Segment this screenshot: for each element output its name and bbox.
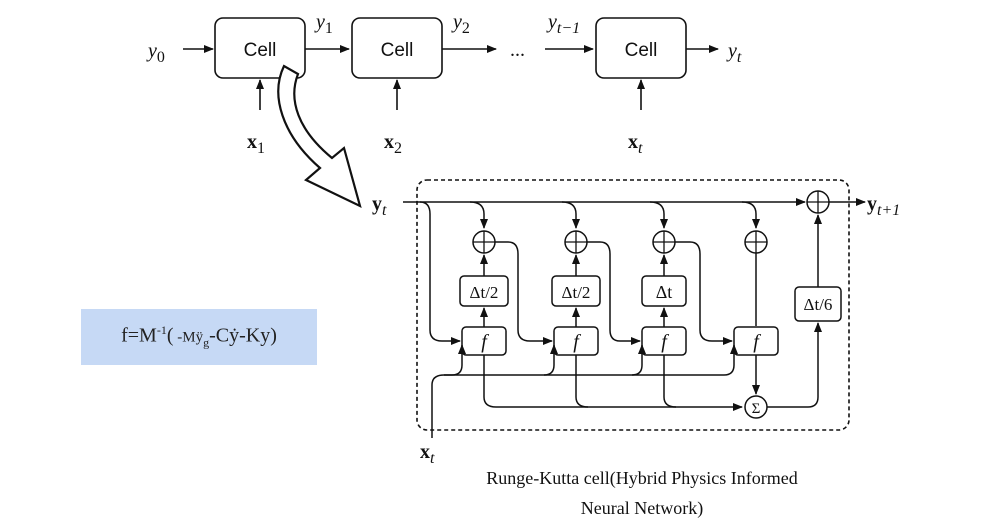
cell-label-2: Cell bbox=[381, 40, 414, 61]
xt-to-f1 bbox=[431, 344, 466, 386]
plus2-to-f3 bbox=[587, 241, 641, 345]
sum-to-step4 bbox=[767, 322, 822, 408]
drop-2 bbox=[561, 201, 580, 229]
rk-output-label: yt+1 bbox=[867, 193, 900, 219]
yt-label: yt bbox=[726, 40, 742, 66]
f3-to-sum bbox=[663, 355, 677, 408]
rk-cell-border bbox=[416, 179, 850, 431]
chain-ellipsis: ... bbox=[510, 39, 525, 61]
formula-text: f=M-1( -Mÿg-Cẏ-Ky) bbox=[121, 323, 277, 350]
f-label-3: f bbox=[661, 331, 669, 353]
cell-box-1 bbox=[214, 17, 306, 79]
plus-node-2 bbox=[564, 230, 588, 254]
yt-minus-1-label: yt−1 bbox=[546, 11, 580, 37]
f1-to-sum bbox=[483, 355, 743, 411]
drop-1 bbox=[469, 201, 488, 229]
cell-label-t: Cell bbox=[625, 40, 658, 61]
y0-label: y0 bbox=[146, 40, 165, 66]
caption-line-1: Runge-Kutta cell(Hybrid Physics Informed bbox=[486, 468, 798, 488]
y1-label: y1 bbox=[314, 11, 333, 37]
f-label-4: f bbox=[753, 331, 761, 353]
sum-symbol: Σ bbox=[752, 401, 761, 417]
rk-x-label: xt bbox=[420, 441, 435, 467]
cell-box-t bbox=[595, 17, 687, 79]
rk-input-label: yt bbox=[372, 193, 387, 219]
step-label-2: Δt/2 bbox=[562, 283, 591, 302]
drop-4 bbox=[741, 201, 760, 229]
x1-label: x1 bbox=[247, 131, 265, 157]
diagram-caption: Runge-Kutta cell(Hybrid Physics Informed… bbox=[440, 463, 844, 523]
xt-to-f4 bbox=[632, 344, 738, 376]
plus1-to-f2 bbox=[495, 241, 553, 345]
step-label-4: Δt/6 bbox=[804, 295, 833, 314]
f2-to-sum bbox=[575, 355, 589, 408]
caption-line-2: Neural Network) bbox=[580, 498, 704, 518]
xt-label: xt bbox=[628, 131, 643, 157]
drop-3 bbox=[649, 201, 668, 229]
yt-to-f1 bbox=[419, 201, 461, 345]
plus-node-4 bbox=[744, 230, 768, 254]
formula-box: f=M-1( -Mÿg-Cẏ-Ky) bbox=[81, 309, 317, 365]
y2-label: y2 bbox=[451, 11, 470, 37]
rk-cell: yt yt+1 bbox=[372, 179, 900, 467]
cell-box-2 bbox=[351, 17, 443, 79]
plus3-to-f4 bbox=[675, 241, 733, 345]
x2-label: x2 bbox=[384, 131, 402, 157]
plus-node-1 bbox=[472, 230, 496, 254]
step-label-3: Δt bbox=[656, 282, 673, 302]
plus-node-3 bbox=[652, 230, 676, 254]
f-label-2: f bbox=[573, 331, 581, 353]
top-chain: y0 Cell y1 x1 Cell y2 x2 ... yt−1 Cell y… bbox=[146, 11, 742, 157]
cell-label-1: Cell bbox=[244, 40, 277, 61]
step-label-1: Δt/2 bbox=[470, 283, 499, 302]
expand-arrow bbox=[277, 64, 362, 209]
f-label-1: f bbox=[481, 331, 489, 353]
